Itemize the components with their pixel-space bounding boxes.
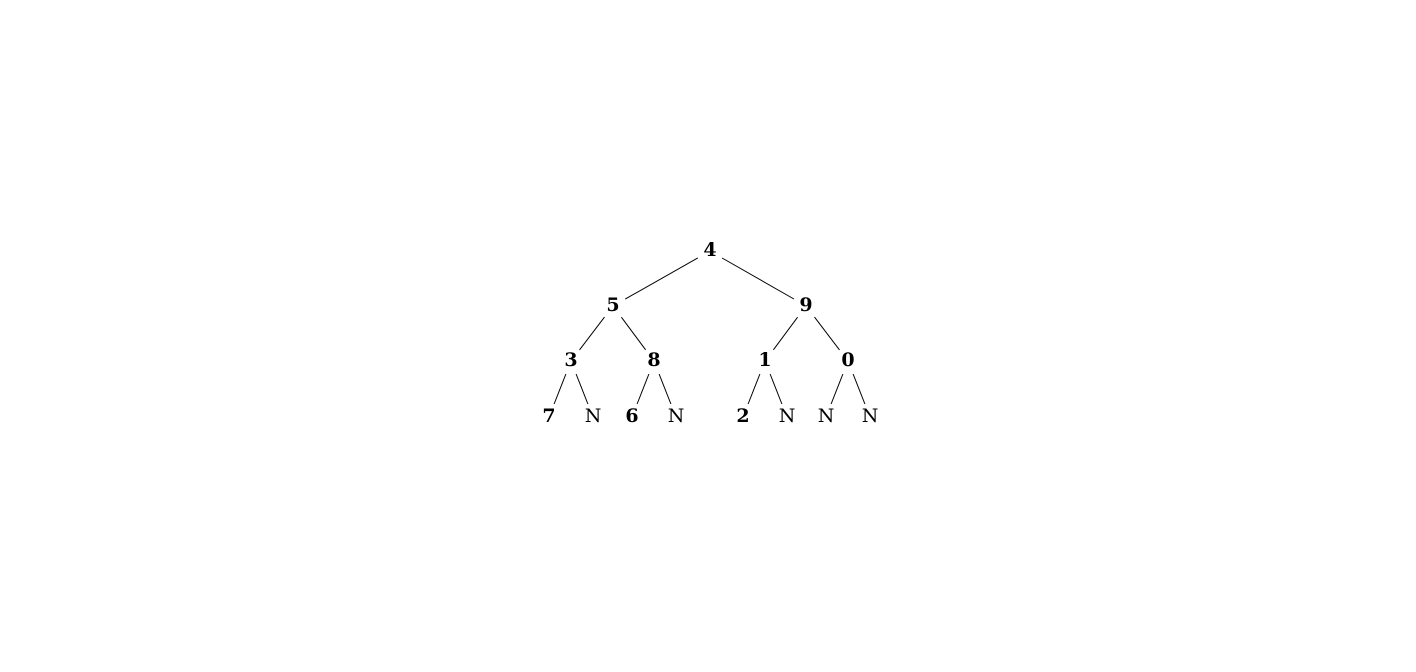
tree-node-value: 8 <box>647 349 660 371</box>
tree-node-value: 0 <box>841 349 854 371</box>
tree-edge <box>658 373 672 405</box>
tree-node-null: N <box>779 405 796 427</box>
tree-edge <box>579 316 605 351</box>
tree-node-value: 4 <box>703 239 716 261</box>
tree-edge <box>553 373 567 405</box>
tree-node-value: 3 <box>564 349 577 371</box>
tree-edge <box>624 257 699 300</box>
tree-edge <box>772 316 799 351</box>
tree-node-value: 7 <box>542 405 555 427</box>
tree-edge <box>636 373 650 405</box>
tree-node-value: 6 <box>625 405 638 427</box>
tree-edge <box>769 373 783 405</box>
tree-node-value: 5 <box>606 294 619 316</box>
tree-node-value: 9 <box>799 294 812 316</box>
tree-edge <box>852 373 866 405</box>
tree-node-value: 2 <box>736 405 749 427</box>
tree-node-null: N <box>668 405 685 427</box>
tree-edges <box>553 257 866 405</box>
tree-edge <box>830 373 844 405</box>
tree-edge <box>747 373 761 405</box>
tree-edge <box>620 316 647 351</box>
tree-edge <box>721 257 795 300</box>
tree-node-null: N <box>818 405 835 427</box>
tree-node-null: N <box>585 405 602 427</box>
tree-edge <box>814 316 840 351</box>
tree-edge <box>575 373 589 405</box>
tree-node-null: N <box>862 405 879 427</box>
tree-node-value: 1 <box>758 349 771 371</box>
